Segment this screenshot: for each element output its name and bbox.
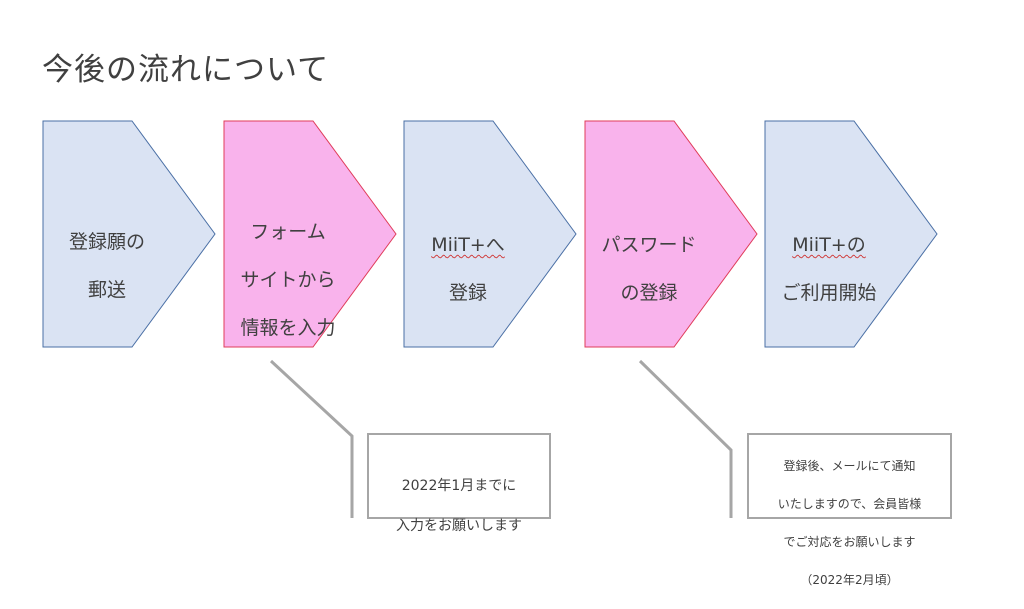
step-1-label: 登録願の 郵送 xyxy=(68,231,145,301)
step-4-shape xyxy=(584,120,758,348)
callout-1-text: 2022年1月までに 入力をお願いします xyxy=(396,478,522,534)
step-3-label: MiiT+へ 登録 xyxy=(431,234,505,304)
step-1-shape xyxy=(42,120,216,348)
callout-2-connector xyxy=(638,359,733,518)
step-2-shape xyxy=(223,120,397,348)
callout-2-box xyxy=(747,433,952,519)
step-5-label: MiiT+の ご利用開始 xyxy=(781,234,877,304)
step-3-shape xyxy=(403,120,577,348)
process-flow-diagram xyxy=(42,120,952,519)
callout-2-text: 登録後、メールにて通知 いたしますので、会員皆様 でご対応をお願いします （20… xyxy=(777,459,922,587)
page-title: 今後の流れについて xyxy=(42,52,330,88)
step-2-label: フォーム サイトから 情報を入力 xyxy=(240,221,336,339)
step-4-label: パスワード の登録 xyxy=(601,234,697,304)
step-5-shape xyxy=(764,120,938,348)
callout-1-box xyxy=(367,433,551,519)
callout-1-connector xyxy=(269,359,354,518)
